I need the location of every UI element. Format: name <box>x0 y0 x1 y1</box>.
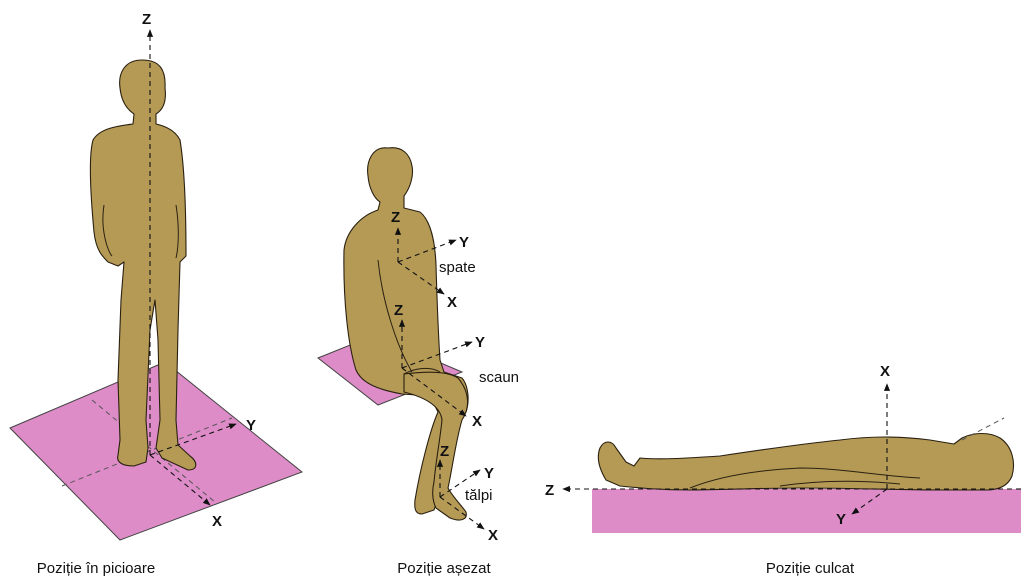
seated-feet-axis-y-label: Y <box>484 465 494 482</box>
lying-person-silhouette <box>598 434 1013 491</box>
standing-axis-x-label: X <box>212 513 222 530</box>
seated-feet-label: tălpi <box>465 487 493 504</box>
seated-seat-label: scaun <box>479 369 519 386</box>
seated-figure-group: Z Y X spate Z Y X scaun Z Y X tălpi <box>318 148 519 544</box>
standing-axis-y-label: Y <box>246 417 256 434</box>
lying-bed-surface <box>592 489 1021 533</box>
lying-figure-group: X Z Y <box>545 363 1021 533</box>
seated-seat-axis-x-label: X <box>472 413 482 430</box>
lying-axis-z-label: Z <box>545 482 554 499</box>
standing-floor-plate <box>10 362 302 540</box>
seated-feet-axis-z-label: Z <box>440 443 449 460</box>
lying-axis-x-label: X <box>880 363 890 380</box>
seated-caption: Poziție așezat <box>397 560 490 577</box>
seated-back-axis-x-label: X <box>447 294 457 311</box>
seated-back-axis-y-label: Y <box>459 234 469 251</box>
standing-figure-group: Z Y X <box>10 11 302 540</box>
standing-caption: Poziție în picioare <box>37 560 155 577</box>
standing-axis-z-label: Z <box>142 11 151 28</box>
lying-caption: Poziție culcat <box>766 560 854 577</box>
seated-seat-axis-y-label: Y <box>475 334 485 351</box>
seated-feet-axis-x-label: X <box>488 527 498 544</box>
seated-back-axis-z-label: Z <box>391 209 400 226</box>
seated-back-label: spate <box>439 259 476 276</box>
seated-seat-axis-z-label: Z <box>394 302 403 319</box>
lying-axis-y-label: Y <box>836 511 846 528</box>
